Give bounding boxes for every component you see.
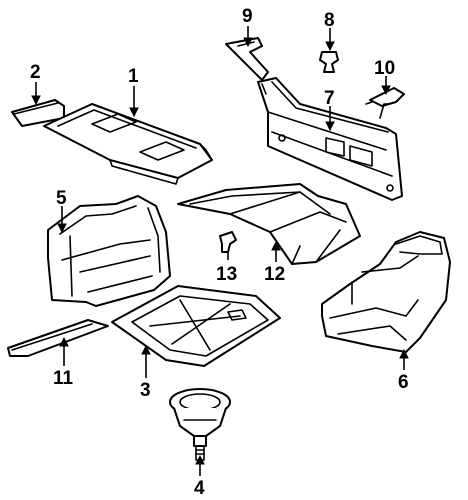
callout-7: 7 xyxy=(324,88,335,109)
part-11-sill-plate xyxy=(7,319,109,357)
callout-5: 5 xyxy=(56,188,67,209)
part-4-hold-down xyxy=(169,388,231,461)
part-9-pillar-trim xyxy=(225,37,269,81)
callout-2: 2 xyxy=(30,62,41,83)
part-7-trunk-panel xyxy=(257,77,403,201)
part-8-clip xyxy=(319,51,339,73)
callout-11: 11 xyxy=(53,368,74,389)
callout-4: 4 xyxy=(194,478,205,499)
part-12-lid-liner xyxy=(177,183,361,265)
part-3-floor-mat xyxy=(111,285,281,367)
callout-10: 10 xyxy=(374,58,395,79)
callout-12: 12 xyxy=(264,264,285,285)
callout-3: 3 xyxy=(140,380,151,401)
callout-8: 8 xyxy=(324,10,335,31)
part-5-side-trim xyxy=(47,195,171,307)
callout-6: 6 xyxy=(398,372,409,393)
callout-labels: 1 2 3 4 5 6 7 8 9 10 11 12 13 xyxy=(30,6,409,499)
part-13-fastener xyxy=(219,231,237,253)
part-6-side-trunk-trim xyxy=(321,231,451,353)
callout-1: 1 xyxy=(128,66,139,87)
callout-9: 9 xyxy=(242,6,253,27)
part-2-trim-pad xyxy=(11,99,65,127)
part-10-bracket xyxy=(365,87,405,107)
callout-leaders xyxy=(31,26,409,476)
callout-13: 13 xyxy=(216,264,237,285)
part-1-package-shelf xyxy=(43,103,213,185)
